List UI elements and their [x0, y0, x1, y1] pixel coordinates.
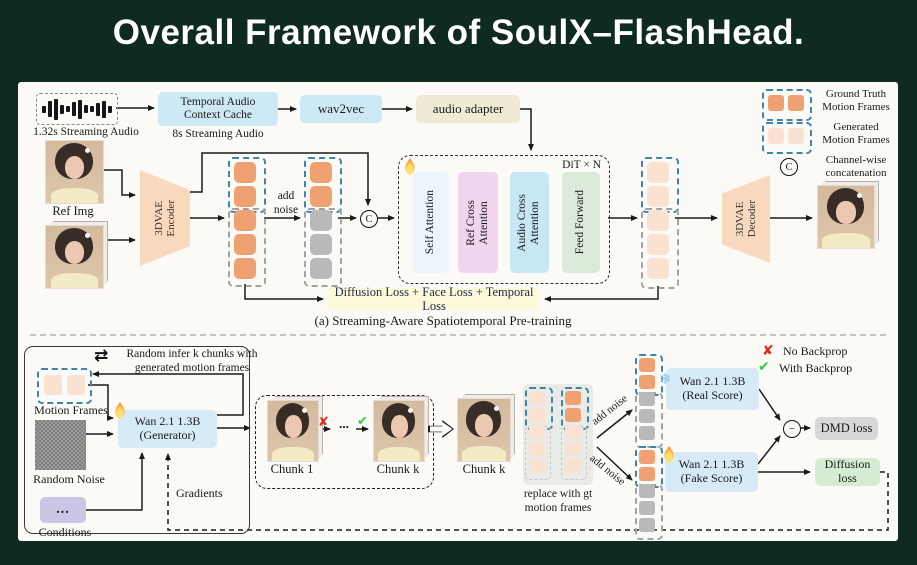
real-input-column — [639, 358, 655, 440]
audio-cross-attention-label: Audio Cross Attention — [516, 193, 542, 252]
dit-repeat-tag: DiT × N — [562, 159, 601, 171]
chunk-k-output-label: Chunk k — [462, 462, 506, 476]
decoder-label: 3DVAE Decoder — [734, 200, 758, 238]
streaming-audio-icon — [36, 93, 118, 125]
conditions-label: Conditions — [38, 525, 92, 539]
generator-box: Wan 2.1 1.3B (Generator) — [118, 410, 217, 448]
replace-right-column — [565, 391, 581, 473]
output-latent-column — [647, 162, 669, 279]
output-latent-border — [641, 208, 679, 289]
generator-inputs-box — [24, 346, 250, 534]
legend-concat-icon: C — [780, 158, 798, 176]
fire-icon — [664, 446, 674, 463]
random-noise-image — [35, 420, 86, 470]
gradients-label: Gradients — [176, 486, 223, 500]
loop-arrows-icon: ⇄ — [94, 346, 109, 366]
conditions-box: ... — [40, 497, 86, 523]
snowflake-icon: ❄ — [659, 370, 672, 388]
with-backprop-label: With Backprop — [779, 361, 853, 375]
ref-img-label: Ref Img — [52, 204, 94, 218]
random-noise-label: Random Noise — [33, 472, 105, 486]
noised-latent-column — [310, 162, 332, 279]
legend-generated-label: Generated Motion Frames — [822, 121, 890, 147]
noised-latent-border — [304, 208, 342, 287]
add-noise-label: add noise — [273, 190, 299, 216]
no-backprop-label: No Backprop — [783, 344, 848, 358]
concat-icon: C — [360, 210, 378, 228]
page-title: Overall Framework of SoulX–FlashHead. — [112, 13, 805, 52]
audio-adapter-box: audio adapter — [416, 95, 520, 123]
replace-left-column — [529, 391, 545, 473]
cross-icon: ✘ — [318, 415, 329, 430]
ground-truth-frames-image — [45, 225, 104, 289]
latent-frames-border — [228, 208, 266, 287]
feed-forward-block: Feed Forward — [562, 172, 600, 273]
reference-image — [45, 140, 104, 204]
fake-input-column — [639, 450, 655, 532]
streaming-audio-label: 1.32s Streaming Audio — [33, 126, 139, 138]
pretrain-loss-bar: Diffusion Loss + Face Loss + Temporal Lo… — [328, 285, 540, 313]
replace-label: replace with gt motion frames — [523, 488, 593, 514]
generated-video-image — [817, 185, 875, 249]
motion-frames-box — [37, 368, 92, 404]
chunks-box — [255, 395, 434, 489]
self-attention-block: Self Attention — [413, 172, 449, 273]
fire-icon — [405, 158, 415, 175]
legend-gt-label: Ground Truth Motion Frames — [822, 88, 890, 114]
section-divider — [30, 334, 886, 336]
audio-cross-attention-block: Audio Cross Attention — [510, 172, 549, 273]
dit-block — [398, 155, 610, 284]
chunk-k-image — [373, 400, 425, 462]
dmd-loss-box: DMD loss — [815, 417, 878, 440]
audio-waveform-icon — [42, 98, 112, 120]
fake-score-box: Wan 2.1 1.3B (Fake Score) — [665, 452, 758, 492]
hollow-arrow-icon — [428, 420, 454, 438]
connector-lines — [86, 105, 889, 531]
chunk-1-label: Chunk 1 — [270, 462, 314, 476]
chunk-k-label: Chunk k — [376, 462, 420, 476]
section-a-caption: (a) Streaming-Aware Spatiotemporal Pre-t… — [314, 313, 572, 328]
wav2vec-box: wav2vec — [300, 95, 382, 123]
legend-concat-label: Channel-wise concatenation — [825, 154, 887, 180]
check-icon: ✔ — [758, 359, 770, 375]
fire-icon — [115, 402, 125, 419]
encoder-label: 3DVAE Encoder — [153, 199, 177, 237]
legend-gt-frames-icon — [762, 89, 812, 121]
self-attention-label: Self Attention — [424, 190, 437, 255]
temporal-audio-context-cache-box: Temporal Audio Context Cache — [158, 92, 278, 126]
diffusion-loss-box: Diffusion loss — [815, 457, 880, 486]
ref-cross-attention-block: Ref Cross Attention — [458, 172, 498, 273]
cache-sublabel: 8s Streaming Audio — [172, 128, 264, 140]
framework-diagram: 1.32s Streaming Audio Temporal Audio Con… — [18, 82, 898, 541]
check-icon: ✔ — [357, 414, 368, 429]
ref-cross-attention-label: Ref Cross Attention — [464, 199, 490, 246]
legend-generated-frames-icon — [762, 122, 812, 154]
cross-icon: ✘ — [762, 343, 774, 359]
feed-forward-label: Feed Forward — [574, 190, 587, 255]
motion-frames-label: Motion Frames — [34, 403, 108, 417]
real-score-box: Wan 2.1 1.3B (Real Score) — [666, 368, 759, 410]
clean-latent-column — [234, 162, 256, 279]
minus-icon: − — [783, 420, 801, 438]
random-infer-label: Random infer k chunks with generated mot… — [126, 348, 258, 374]
chunk-dots: ... — [339, 416, 349, 431]
chunk-1-image — [267, 400, 319, 462]
chunk-k-output-image — [457, 398, 511, 462]
